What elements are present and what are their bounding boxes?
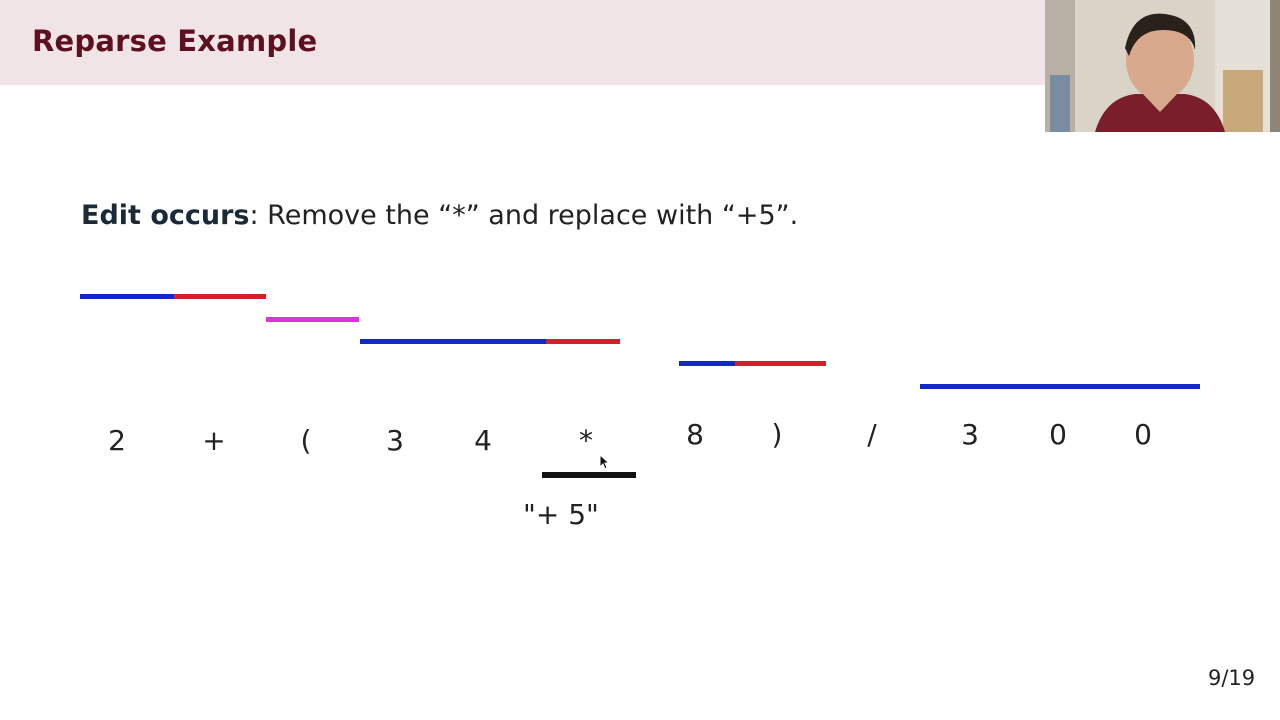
presenter-video-icon (1045, 0, 1280, 132)
token: 4 (474, 424, 492, 457)
token: 8 (686, 418, 704, 451)
span-bar-4-red (735, 361, 826, 366)
token: 2 (108, 424, 126, 457)
token: ) (771, 418, 783, 451)
span-bar-5-blue (920, 384, 1200, 389)
edit-text: : Remove the “*” and replace with “+5”. (249, 200, 799, 231)
token: 3 (961, 418, 979, 451)
span-bar-1-red (174, 294, 266, 299)
span-bar-3-red (546, 339, 620, 344)
token: 0 (1134, 418, 1152, 451)
token: ( (300, 424, 312, 457)
token: 3 (386, 424, 404, 457)
span-bar-1-blue (80, 294, 174, 299)
presenter-webcam (1045, 0, 1280, 132)
token-edited: * (579, 424, 593, 457)
edit-label: Edit occurs (81, 200, 250, 231)
span-bar-3-blue (360, 339, 546, 344)
edit-marker-bar (542, 472, 636, 478)
span-bar-2-magenta (266, 317, 359, 322)
slide-title: Reparse Example (32, 24, 318, 58)
insert-label: "+ 5" (523, 498, 599, 531)
span-bar-4-blue (679, 361, 735, 366)
mouse-pointer-icon (599, 453, 611, 474)
token: / (867, 418, 877, 451)
edit-description: Edit occurs: Remove the “*” and replace … (81, 200, 798, 231)
token: 0 (1049, 418, 1067, 451)
token: + (202, 424, 226, 457)
page-number: 9/19 (1208, 666, 1256, 690)
